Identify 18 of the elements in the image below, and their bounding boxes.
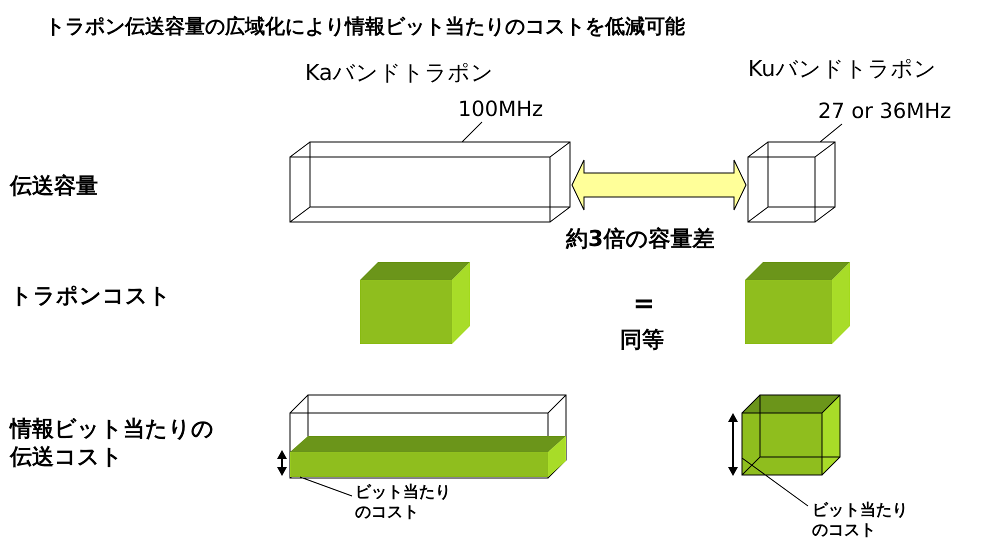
leader-line <box>742 458 808 506</box>
callout-text: 100MHz <box>458 96 544 122</box>
equals-sign: = <box>633 288 655 320</box>
row-label: トラポンコスト <box>10 283 171 310</box>
callout-text: 27 or 36MHz <box>818 98 952 124</box>
row-label: 伝送容量 <box>10 173 98 200</box>
column-heading: Kuバンドトラポン <box>748 56 936 84</box>
callout-text: ビット当たりのコスト <box>812 500 912 540</box>
title: トラポン伝送容量の広域化により情報ビット当たりのコストを低減可能 <box>45 14 685 39</box>
row-label: 情報ビット当たりの伝送コスト <box>10 416 215 471</box>
leader-line <box>300 476 352 496</box>
callout-text: ビット当たりのコスト <box>355 482 455 522</box>
leader-line <box>462 122 482 142</box>
comparison-note: 約3倍の容量差 <box>566 226 714 254</box>
column-heading: Kaバンドトラポン <box>305 60 494 88</box>
leader-line <box>820 124 842 142</box>
double-arrow <box>571 160 747 210</box>
comparison-note: 同等 <box>620 327 664 354</box>
